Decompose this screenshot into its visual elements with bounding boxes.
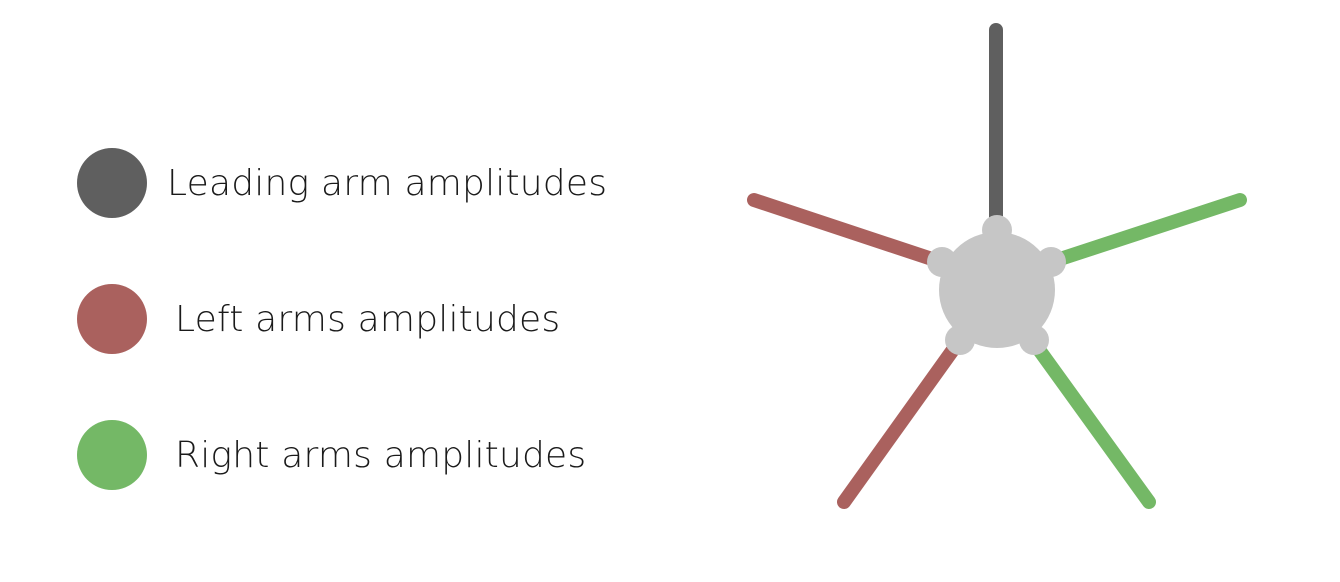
right-arm-lower [1025, 333, 1156, 509]
joint-bottom-right [1019, 325, 1049, 355]
robot-arms-diagram [747, 23, 1247, 509]
joint-top [982, 215, 1012, 245]
leading-arm-swatch [77, 148, 147, 218]
left-arms-label: Left arms amplitudes [175, 298, 561, 340]
body-core [939, 232, 1055, 348]
right-arms-swatch [77, 420, 147, 490]
joint-bottom-left [945, 325, 975, 355]
left-arm-lower [837, 333, 967, 509]
joint-left [927, 247, 957, 277]
legend-item-right-arms: Right arms amplitudes [77, 420, 586, 490]
legend-item-leading-arm: Leading arm amplitudes [77, 148, 607, 218]
legend: Leading arm amplitudes Left arms amplitu… [77, 148, 607, 490]
legend-item-left-arms: Left arms amplitudes [77, 284, 560, 354]
left-arms-swatch [77, 284, 147, 354]
leading-arm-label: Leading arm amplitudes [167, 162, 608, 204]
right-arm-upper [1044, 193, 1247, 269]
joint-right [1036, 247, 1066, 277]
left-arm-upper [747, 193, 948, 269]
right-arms-label: Right arms amplitudes [175, 434, 587, 476]
robot-body [927, 215, 1066, 355]
